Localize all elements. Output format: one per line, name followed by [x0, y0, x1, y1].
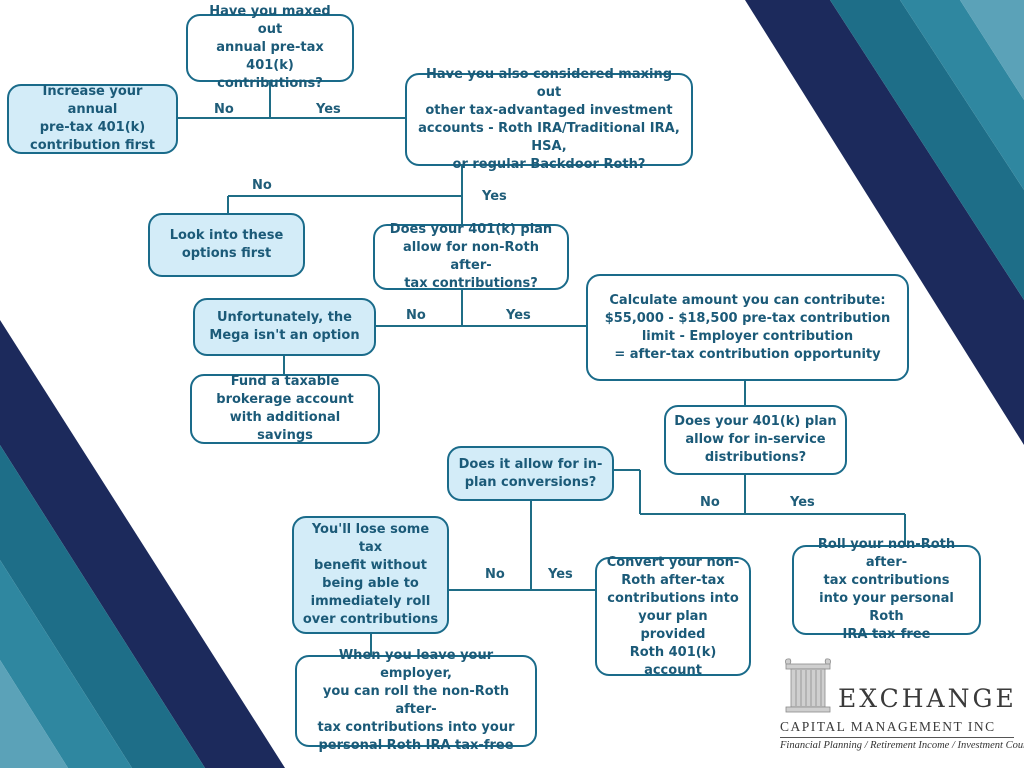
- node-text: Calculate amount you can contribute: $55…: [604, 292, 891, 362]
- node-non-roth-aftertax-question: Does your 401(k) plan allow for non-Roth…: [373, 222, 569, 291]
- edge-label-yes: Yes: [482, 189, 507, 204]
- node-text: Convert your non- Roth after-tax contrib…: [606, 554, 740, 678]
- node-text: Does your 401(k) plan allow for non-Roth…: [389, 222, 553, 291]
- node-increase-pretax: Increase your annual pre-tax 401(k) cont…: [7, 84, 178, 154]
- stripe-bottom-navy: [0, 320, 285, 768]
- node-in-service-question: Does your 401(k) plan allow for in-servi…: [664, 405, 847, 475]
- node-fund-taxable-account: Fund a taxable brokerage account with ad…: [190, 374, 380, 444]
- edge-label-yes: Yes: [790, 495, 815, 510]
- column-pillar-icon: [785, 658, 831, 713]
- logo-divider: [780, 737, 1014, 738]
- node-lose-tax-benefit: You'll lose some tax benefit without bei…: [292, 516, 449, 634]
- node-roll-to-roth-ira: Roll your non-Roth after- tax contributi…: [792, 537, 981, 642]
- company-logo: EXCHANGE CAPITAL MANAGEMENT INC Financia…: [778, 656, 1024, 756]
- stripe-bottom-teal: [0, 445, 205, 768]
- logo-subtitle: CAPITAL MANAGEMENT INC: [780, 719, 996, 734]
- node-mega-not-option: Unfortunately, the Mega isn't an option: [193, 298, 376, 356]
- stripe-top-teal-light: [960, 0, 1024, 100]
- edge-label-yes: Yes: [506, 308, 531, 323]
- node-maxed-pretax-question: Have you maxed out annual pre-tax 401(k)…: [186, 4, 354, 91]
- node-convert-roth-401k: Convert your non- Roth after-tax contrib…: [595, 555, 751, 678]
- node-in-plan-conversion-question: Does it allow for in- plan conversions?: [447, 446, 614, 501]
- node-text: Unfortunately, the Mega isn't an option: [209, 310, 360, 343]
- logo-tagline: Financial Planning / Retirement Income /…: [780, 740, 1024, 751]
- node-leave-employer: When you leave your employer, you can ro…: [295, 648, 537, 753]
- edge-label-no: No: [485, 567, 505, 582]
- node-text: Does it allow for in- plan conversions?: [458, 456, 603, 490]
- node-text: Have you also considered maxing out othe…: [418, 66, 680, 172]
- edge-label-no: No: [700, 495, 720, 510]
- stripe-bottom-teal-light: [0, 660, 68, 768]
- edge-label-yes: Yes: [548, 567, 573, 582]
- node-text: Increase your annual pre-tax 401(k) cont…: [30, 84, 155, 153]
- node-text: Fund a taxable brokerage account with ad…: [216, 374, 354, 443]
- node-text: Look into these options first: [169, 228, 284, 261]
- stripe-top-navy: [745, 0, 1024, 445]
- node-text: You'll lose some tax benefit without bei…: [302, 522, 439, 627]
- edge-label-no: No: [406, 308, 426, 323]
- logo-name: EXCHANGE: [838, 684, 1017, 713]
- node-text: Roll your non-Roth after- tax contributi…: [817, 537, 956, 642]
- node-calculate-amount: Calculate amount you can contribute: $55…: [586, 274, 909, 381]
- node-look-into-options: Look into these options first: [148, 213, 305, 277]
- stripe-top-teal: [830, 0, 1024, 300]
- node-text: Does your 401(k) plan allow for in-servi…: [674, 414, 837, 465]
- edge-label-no: No: [214, 102, 234, 117]
- edge-label-yes: Yes: [316, 102, 341, 117]
- node-other-accounts-question: Have you also considered maxing out othe…: [405, 67, 693, 172]
- node-text: When you leave your employer, you can ro…: [317, 648, 515, 753]
- stripe-top-teal-mid: [900, 0, 1024, 190]
- node-text: Have you maxed out annual pre-tax 401(k)…: [209, 4, 331, 91]
- edge-label-no: No: [252, 178, 272, 193]
- stripe-bottom-teal-mid: [0, 560, 132, 768]
